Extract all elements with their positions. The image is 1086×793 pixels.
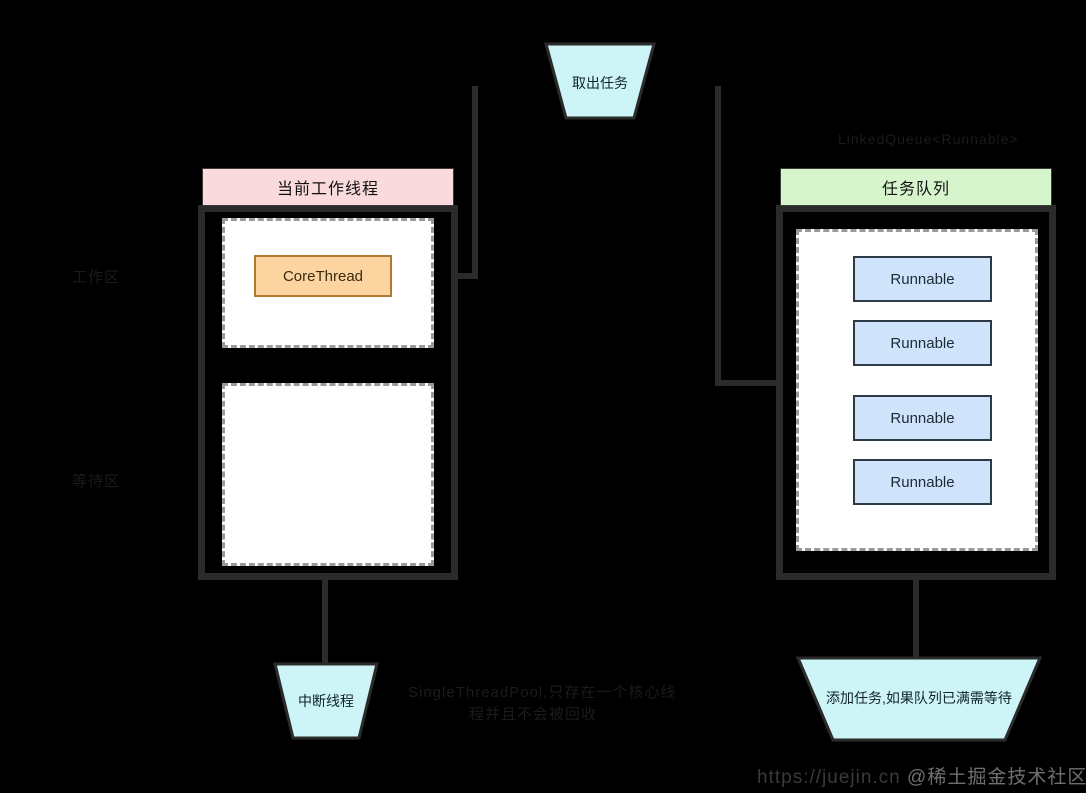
single-thread-pool-note-line2: 程并且不会被回收 [468, 706, 597, 723]
queue-item-label: Runnable [890, 270, 955, 288]
current-worker-thread-header-label: 当前工作线程 [276, 181, 379, 198]
queue-item-label: Runnable [890, 473, 955, 491]
work-area-side-label: 工作区 [72, 266, 120, 287]
current-worker-thread-header: 当前工作线程 [202, 168, 454, 206]
single-thread-pool-note-line1: SingleThreadPool,只存在一个核心线 [408, 684, 677, 701]
queue-item-label: Runnable [890, 334, 955, 352]
wait-area-side-label-text: 等待区 [72, 473, 121, 490]
core-thread-label: CoreThread [282, 267, 364, 285]
interrupt-thread-trapezoid-shape [273, 662, 379, 740]
core-thread-node[interactable]: CoreThread [254, 255, 392, 297]
watermark-url: https://juejin.cn [757, 767, 901, 788]
work-area-side-label-text: 工作区 [72, 269, 121, 286]
interrupt-thread-trapezoid[interactable]: 中断线程 [272, 661, 380, 741]
queue-item-0[interactable]: Runnable [853, 256, 992, 302]
task-queue-header: 任务队列 [780, 168, 1052, 206]
wait-area-dashed-box [222, 383, 434, 566]
queue-item-1[interactable]: Runnable [853, 320, 992, 366]
take-task-trapezoid-shape [544, 42, 656, 120]
queue-item-label: Runnable [890, 409, 955, 427]
add-task-trapezoid[interactable]: 添加任务,如果队列已满需等待 [795, 655, 1043, 743]
single-thread-pool-note: SingleThreadPool,只存在一个核心线 程并且不会被回收 [408, 682, 677, 726]
wait-area-side-label: 等待区 [72, 470, 120, 491]
watermark: https://juejin.cn @稀土掘金技术社区 [757, 762, 1086, 789]
watermark-handle: @稀土掘金技术社区 [907, 767, 1086, 788]
queue-item-2[interactable]: Runnable [853, 395, 992, 441]
task-queue-header-label: 任务队列 [881, 181, 950, 198]
take-task-trapezoid[interactable]: 取出任务 [543, 41, 657, 121]
wire-queue-to-take-task [715, 86, 782, 386]
queue-item-3[interactable]: Runnable [853, 459, 992, 505]
queue-type-annotation-text: LinkedQueue<Runnable> [838, 131, 1019, 147]
add-task-trapezoid-shape [795, 656, 1043, 742]
queue-type-annotation: LinkedQueue<Runnable> [838, 131, 1019, 147]
